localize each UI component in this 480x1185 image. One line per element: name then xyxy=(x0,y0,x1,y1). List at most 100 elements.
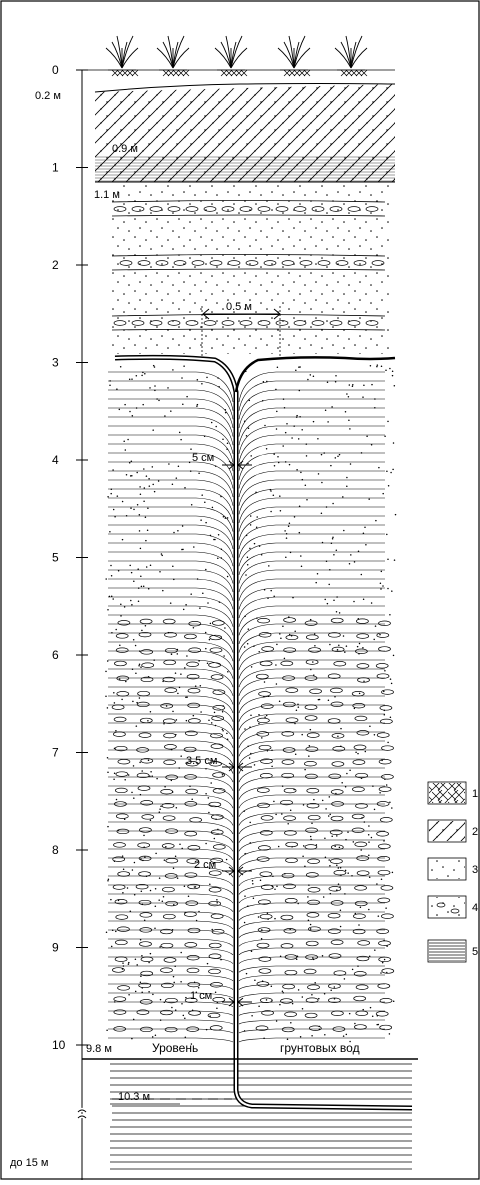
sand-dot xyxy=(120,603,122,605)
sand-dot xyxy=(247,643,249,645)
pebble xyxy=(281,661,293,666)
pebble xyxy=(328,913,340,918)
sand-dot xyxy=(378,915,380,917)
stratum-line-left xyxy=(108,1029,233,1033)
sand-dot xyxy=(338,644,340,646)
pebble xyxy=(187,968,199,973)
sand-dot xyxy=(274,465,276,467)
sand-dot xyxy=(133,639,135,641)
sand-dot xyxy=(346,773,348,775)
sand-dot xyxy=(327,421,329,423)
pebble xyxy=(118,872,130,877)
sand-dot xyxy=(205,522,207,524)
sand-dot xyxy=(119,645,121,647)
sand-dot xyxy=(143,586,145,588)
sand-dot xyxy=(136,472,138,474)
pebble xyxy=(284,618,296,623)
sand-dot xyxy=(254,764,256,766)
stratum-line-left xyxy=(108,975,233,981)
sand-dot xyxy=(182,549,184,551)
sand-dot xyxy=(301,429,303,431)
sand-dot xyxy=(268,565,270,567)
sand-dot xyxy=(144,487,146,489)
legend-item-3: 3 xyxy=(428,858,478,880)
pebble xyxy=(379,647,391,652)
sand-dot xyxy=(334,986,336,988)
pebble xyxy=(162,844,174,849)
sand-dot xyxy=(343,1035,345,1037)
sand-dot xyxy=(214,838,216,840)
sand-dot xyxy=(145,516,147,518)
sand-dot xyxy=(354,561,356,563)
pebble xyxy=(142,815,154,820)
sand-dot xyxy=(279,495,281,497)
pebble xyxy=(377,733,389,738)
sand-dot xyxy=(375,520,377,522)
pebble xyxy=(209,663,221,668)
stratum-line-left xyxy=(108,633,233,653)
sand-dot xyxy=(285,461,287,463)
sand-dot xyxy=(111,595,113,597)
sand-dot xyxy=(155,888,157,890)
sand-dot xyxy=(178,767,180,769)
pebble xyxy=(138,691,150,696)
sand-dot xyxy=(392,375,394,377)
sand-dot xyxy=(210,782,212,784)
sand-dot xyxy=(340,910,342,912)
sand-dot xyxy=(340,728,342,730)
sand-dot xyxy=(175,1009,177,1011)
stratum-line-right xyxy=(239,399,385,428)
stratum-line-left xyxy=(108,993,233,998)
stratum-line-left xyxy=(108,543,233,566)
sand-dot xyxy=(282,785,284,787)
sand-dot xyxy=(106,931,108,933)
sand-dot xyxy=(390,472,392,474)
sand-dot xyxy=(195,685,197,687)
stratum-line-right xyxy=(239,993,385,998)
pebble xyxy=(115,899,127,904)
sand-dot xyxy=(197,578,199,580)
sand-dot xyxy=(371,384,373,386)
sand-dot xyxy=(292,1003,294,1005)
stratum-line-left xyxy=(108,876,233,886)
sand-dot xyxy=(393,1001,395,1003)
sand-dot xyxy=(138,601,140,603)
sand-dot xyxy=(247,463,249,465)
sand-dot xyxy=(120,366,122,368)
sand-dot xyxy=(131,604,133,606)
sand-dot xyxy=(325,857,327,859)
sand-dot xyxy=(390,678,392,680)
sand-dot xyxy=(379,792,381,794)
sand-dot xyxy=(109,531,111,533)
sand-dot xyxy=(308,755,310,757)
sand-dot xyxy=(150,819,152,821)
sand-dot xyxy=(337,649,339,651)
sand-dot xyxy=(355,752,357,754)
sand-dot xyxy=(159,808,161,810)
pebble xyxy=(186,789,198,794)
pebble xyxy=(162,887,174,892)
pebble xyxy=(282,760,294,765)
sand-dot xyxy=(222,438,224,440)
sand-dot xyxy=(392,469,394,471)
sand-dot xyxy=(179,432,181,434)
sand-dot xyxy=(140,548,142,550)
pebble xyxy=(165,688,177,693)
legend-label-1: 1 xyxy=(472,788,478,800)
sand-dot xyxy=(302,1008,304,1010)
sand-dot xyxy=(198,473,200,475)
sand-dot xyxy=(117,495,119,497)
pebble xyxy=(185,831,197,836)
pebble xyxy=(377,832,389,837)
pebble xyxy=(164,958,176,963)
sand-dot xyxy=(217,377,219,379)
pebble xyxy=(378,844,390,849)
pebble xyxy=(382,690,394,695)
pebble xyxy=(380,818,392,823)
taproot xyxy=(115,357,412,1108)
stratum-line-right xyxy=(239,795,385,808)
sand-dot xyxy=(249,548,251,550)
sand-dot xyxy=(130,600,132,602)
sand-dot xyxy=(205,843,207,845)
depth-tick-label: 8 xyxy=(52,843,59,857)
